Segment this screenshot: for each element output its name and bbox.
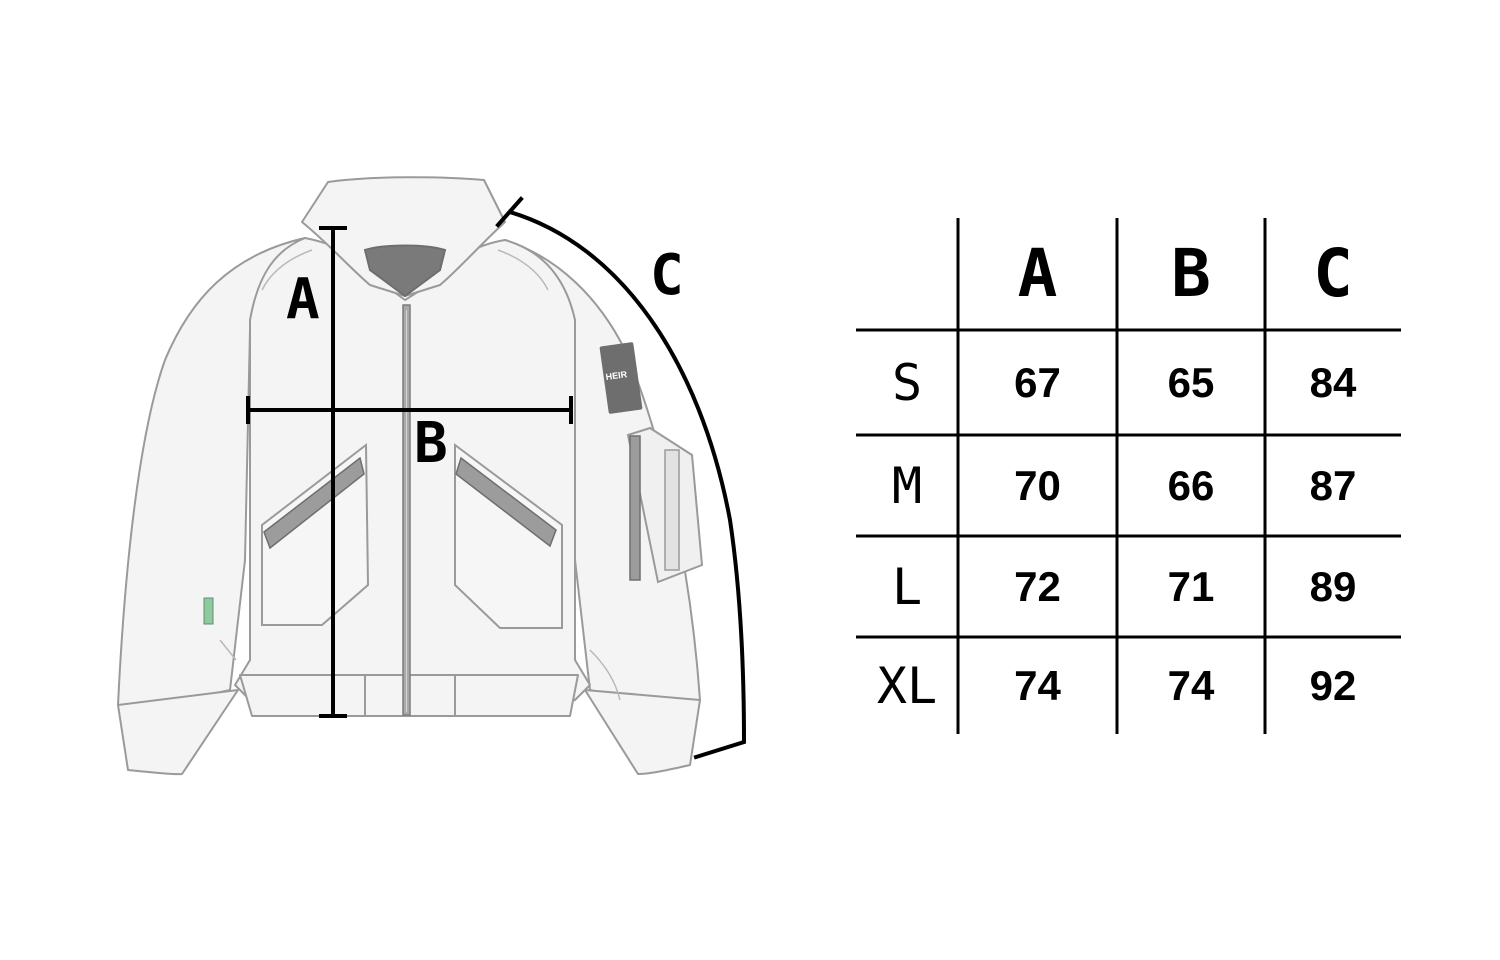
sleeve-utility-pocket: [626, 426, 704, 584]
table-cell: 66: [1167, 461, 1215, 509]
column-header-a: A: [1017, 235, 1058, 312]
table-cell: 84: [1309, 358, 1357, 406]
inner-collar: [363, 244, 447, 298]
row-header-size: XL: [876, 656, 938, 715]
hem-flaps: [255, 674, 565, 716]
collar: [301, 176, 506, 297]
table-cell: 74: [1167, 661, 1215, 709]
table-cell: 89: [1309, 562, 1357, 610]
table-cell: 92: [1309, 661, 1357, 709]
table-cell: 74: [1014, 661, 1061, 709]
label-b: B: [414, 411, 448, 476]
right-sleeve: [504, 239, 701, 713]
right-pocket: [454, 443, 563, 629]
right-cuff: [584, 689, 701, 775]
column-header-c: C: [1313, 235, 1353, 312]
table-cell: 67: [1014, 358, 1061, 406]
center-zipper: [402, 304, 411, 716]
patch-text: HEIR: [605, 369, 628, 382]
table-cell: 87: [1309, 461, 1357, 509]
left-cuff: [117, 689, 239, 776]
measure-b-line: [246, 396, 573, 424]
table-grid: [856, 218, 1401, 734]
measure-c-line: [495, 196, 747, 760]
jacket-drawing: HEIR: [117, 176, 747, 776]
stitch-lines: [219, 249, 621, 701]
table-cell: 65: [1167, 358, 1215, 406]
label-c: C: [650, 243, 684, 308]
measure-a-line: [319, 226, 347, 718]
row-header-size: M: [891, 456, 923, 515]
table-cell: 72: [1014, 562, 1061, 610]
size-table: A B C S 67 65 84 M 70 66 87 L 72 71 89 X…: [856, 218, 1401, 734]
left-sleeve: [117, 237, 306, 713]
row-header-size: L: [891, 557, 923, 616]
size-tag: [203, 597, 214, 625]
label-a: A: [286, 267, 320, 332]
column-header-b: B: [1171, 235, 1211, 312]
table-cell: 71: [1167, 562, 1215, 610]
table-cell: 70: [1014, 461, 1061, 509]
sleeve-patch: HEIR: [599, 342, 643, 414]
row-header-size: S: [891, 353, 923, 412]
left-pocket: [261, 442, 370, 626]
